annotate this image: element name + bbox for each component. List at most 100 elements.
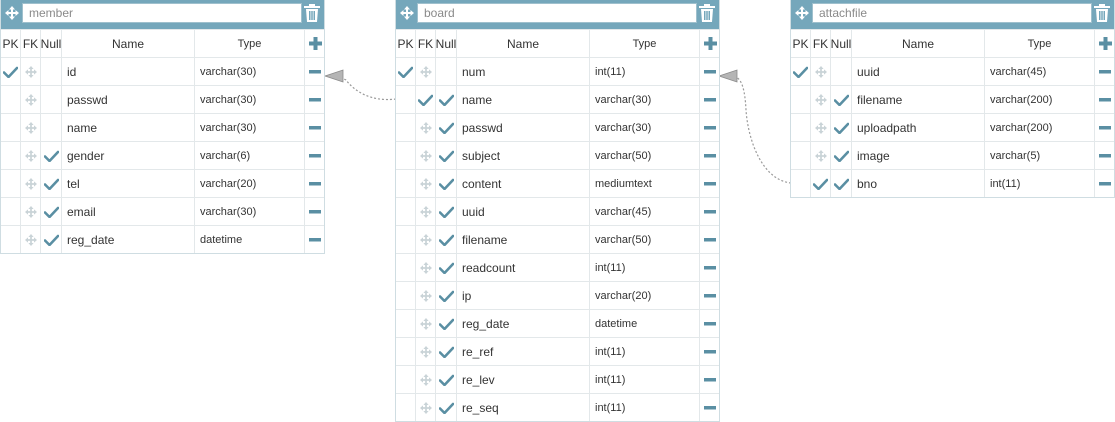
column-name[interactable]: image (852, 142, 985, 169)
remove-column-button[interactable] (305, 198, 325, 225)
remove-column-button[interactable] (305, 114, 325, 141)
null-cell[interactable] (41, 114, 62, 141)
pk-cell[interactable] (1, 226, 21, 253)
remove-column-button[interactable] (700, 366, 720, 393)
column-name[interactable]: filename (852, 86, 985, 113)
remove-column-button[interactable] (700, 394, 720, 421)
drag-handle-icon[interactable] (416, 310, 436, 337)
column-name[interactable]: gender (62, 142, 195, 169)
column-name[interactable]: readcount (457, 254, 590, 281)
column-name[interactable]: re_ref (457, 338, 590, 365)
column-name[interactable]: subject (457, 142, 590, 169)
null-check-icon[interactable] (831, 142, 852, 169)
column-name[interactable]: uuid (457, 198, 590, 225)
null-check-icon[interactable] (436, 310, 457, 337)
remove-column-button[interactable] (305, 58, 325, 85)
drag-handle-icon[interactable] (21, 114, 41, 141)
move-icon[interactable] (398, 4, 415, 21)
remove-column-button[interactable] (700, 86, 720, 113)
remove-column-button[interactable] (1095, 114, 1115, 141)
drag-handle-icon[interactable] (811, 114, 831, 141)
remove-column-button[interactable] (1095, 170, 1115, 197)
pk-cell[interactable] (791, 142, 811, 169)
column-type[interactable]: varchar(30) (195, 86, 305, 113)
null-cell[interactable] (436, 58, 457, 85)
remove-column-button[interactable] (305, 226, 325, 253)
null-check-icon[interactable] (41, 170, 62, 197)
column-type[interactable]: varchar(50) (590, 226, 700, 253)
pk-cell[interactable] (396, 114, 416, 141)
drag-handle-icon[interactable] (21, 198, 41, 225)
column-name[interactable]: re_lev (457, 366, 590, 393)
fk-check-icon[interactable] (811, 170, 831, 197)
remove-column-button[interactable] (700, 142, 720, 169)
column-name[interactable]: re_seq (457, 394, 590, 421)
drag-handle-icon[interactable] (21, 58, 41, 85)
column-name[interactable]: passwd (457, 114, 590, 141)
remove-column-button[interactable] (700, 198, 720, 225)
column-type[interactable]: datetime (195, 226, 305, 253)
drag-handle-icon[interactable] (416, 282, 436, 309)
drag-handle-icon[interactable] (416, 170, 436, 197)
column-name[interactable]: tel (62, 170, 195, 197)
drag-handle-icon[interactable] (416, 198, 436, 225)
column-type[interactable]: varchar(200) (985, 86, 1095, 113)
drag-handle-icon[interactable] (21, 86, 41, 113)
pk-check-icon[interactable] (396, 58, 416, 85)
column-name[interactable]: uuid (852, 58, 985, 85)
pk-check-icon[interactable] (1, 58, 21, 85)
null-cell[interactable] (41, 58, 62, 85)
column-name[interactable]: filename (457, 226, 590, 253)
drag-handle-icon[interactable] (416, 142, 436, 169)
pk-cell[interactable] (396, 394, 416, 421)
column-type[interactable]: int(11) (590, 338, 700, 365)
drag-handle-icon[interactable] (416, 114, 436, 141)
column-type[interactable]: varchar(30) (590, 114, 700, 141)
column-type[interactable]: varchar(30) (195, 198, 305, 225)
fk-check-icon[interactable] (416, 86, 436, 113)
column-type[interactable]: varchar(50) (590, 142, 700, 169)
column-type[interactable]: varchar(20) (590, 282, 700, 309)
remove-column-button[interactable] (1095, 86, 1115, 113)
pk-cell[interactable] (396, 282, 416, 309)
pk-cell[interactable] (1, 170, 21, 197)
column-name[interactable]: uploadpath (852, 114, 985, 141)
drag-handle-icon[interactable] (416, 338, 436, 365)
pk-check-icon[interactable] (791, 58, 811, 85)
column-type[interactable]: varchar(5) (985, 142, 1095, 169)
column-type[interactable]: int(11) (590, 254, 700, 281)
drag-handle-icon[interactable] (416, 58, 436, 85)
drag-handle-icon[interactable] (811, 86, 831, 113)
pk-cell[interactable] (396, 142, 416, 169)
add-column-button[interactable] (700, 30, 720, 57)
null-check-icon[interactable] (831, 86, 852, 113)
column-type[interactable]: varchar(30) (195, 114, 305, 141)
pk-cell[interactable] (396, 254, 416, 281)
null-check-icon[interactable] (436, 226, 457, 253)
remove-column-button[interactable] (305, 170, 325, 197)
null-check-icon[interactable] (831, 114, 852, 141)
remove-column-button[interactable] (700, 338, 720, 365)
move-icon[interactable] (793, 4, 810, 21)
null-check-icon[interactable] (436, 86, 457, 113)
column-name[interactable]: id (62, 58, 195, 85)
null-check-icon[interactable] (436, 142, 457, 169)
drag-handle-icon[interactable] (416, 226, 436, 253)
column-name[interactable]: passwd (62, 86, 195, 113)
column-name[interactable]: name (457, 86, 590, 113)
add-column-button[interactable] (1095, 30, 1115, 57)
pk-cell[interactable] (396, 198, 416, 225)
drag-handle-icon[interactable] (416, 254, 436, 281)
drag-handle-icon[interactable] (21, 170, 41, 197)
column-name[interactable]: ip (457, 282, 590, 309)
null-check-icon[interactable] (436, 394, 457, 421)
column-type[interactable]: varchar(30) (590, 86, 700, 113)
pk-cell[interactable] (1, 142, 21, 169)
table-name-input[interactable] (22, 3, 302, 23)
remove-column-button[interactable] (1095, 58, 1115, 85)
column-name[interactable]: bno (852, 170, 985, 197)
null-check-icon[interactable] (41, 226, 62, 253)
trash-icon[interactable] (1094, 4, 1112, 23)
null-cell[interactable] (831, 58, 852, 85)
drag-handle-icon[interactable] (811, 142, 831, 169)
